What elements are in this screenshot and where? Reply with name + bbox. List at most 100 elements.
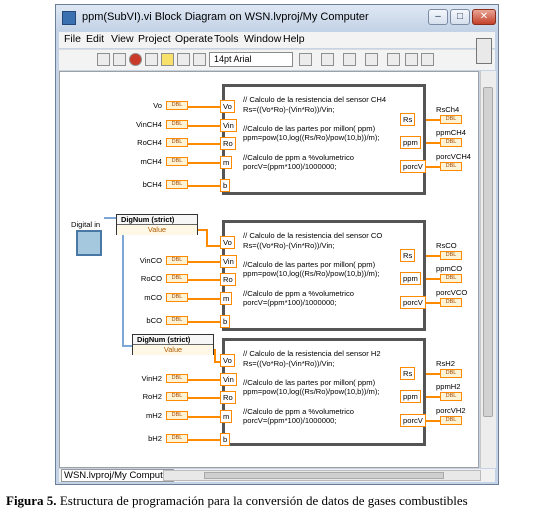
input-label: VinCO: [139, 256, 162, 265]
output-terminal-Rs[interactable]: Rs: [400, 367, 416, 380]
vertical-scroll-thumb[interactable]: [483, 87, 493, 417]
formula-node-2[interactable]: // Calculo de la resistencia del sensor …: [222, 220, 426, 331]
vi-connector-icon[interactable]: [476, 38, 492, 64]
horizontal-scroll-thumb[interactable]: [204, 472, 444, 479]
input-terminal-Ro[interactable]: Ro: [220, 391, 236, 404]
dbl-indicator-porcVCH4[interactable]: DBL: [440, 162, 462, 171]
dbl-control-mCH4[interactable]: DBL: [166, 157, 188, 166]
digital-in-terminal[interactable]: [76, 230, 102, 256]
input-terminal-Ro[interactable]: Ro: [220, 273, 236, 286]
dbl-indicator-RsCh4[interactable]: DBL: [440, 115, 462, 124]
input-terminal-b[interactable]: b: [220, 315, 231, 328]
output-wire: [426, 166, 440, 168]
input-terminal-Vin[interactable]: Vin: [220, 119, 237, 132]
input-label: bH2: [148, 434, 162, 443]
formula-code-line: porcV=(ppm*100)/1000000;: [243, 162, 337, 172]
dbl-control-mCO[interactable]: DBL: [166, 293, 188, 302]
input-terminal-Ro[interactable]: Ro: [220, 137, 236, 150]
figure-caption-text: Estructura de programación para la conve…: [59, 493, 468, 508]
dbl-control-bCO[interactable]: DBL: [166, 316, 188, 325]
input-terminal-m[interactable]: m: [220, 292, 233, 305]
dbl-control-Vo[interactable]: DBL: [166, 101, 188, 110]
output-terminal-porcV[interactable]: porcV: [400, 160, 426, 173]
input-terminal-m[interactable]: m: [220, 410, 233, 423]
output-terminal-ppm[interactable]: ppm: [400, 390, 421, 403]
dbl-control-bH2[interactable]: DBL: [166, 434, 188, 443]
input-terminal-Vo[interactable]: Vo: [220, 354, 235, 367]
menu-help[interactable]: Help: [283, 33, 305, 45]
align-objects-icon[interactable]: [299, 53, 312, 66]
title-bar[interactable]: ppm(SubVI).vi Block Diagram on WSN.lvpro…: [56, 5, 498, 31]
input-terminal-Vin[interactable]: Vin: [220, 373, 237, 386]
clean-up-diagram-icon[interactable]: [387, 53, 400, 66]
input-terminal-Vo[interactable]: Vo: [220, 236, 235, 249]
output-terminal-porcV[interactable]: porcV: [400, 296, 426, 309]
dbl-indicator-porcVH2[interactable]: DBL: [440, 416, 462, 425]
retain-wire-values-icon[interactable]: [177, 53, 190, 66]
vertical-scrollbar[interactable]: [480, 71, 496, 468]
formula-node-3[interactable]: // Calculo de la resistencia del sensor …: [222, 338, 426, 446]
input-terminal-m[interactable]: m: [220, 156, 233, 169]
input-terminal-Vin[interactable]: Vin: [220, 255, 237, 268]
resize-objects-icon[interactable]: [343, 53, 356, 66]
minimize-button[interactable]: –: [428, 9, 448, 25]
menu-file[interactable]: File: [64, 33, 81, 45]
search-icon[interactable]: [405, 53, 418, 66]
block-diagram-canvas[interactable]: Digital in DigNum (strict) Value DigNum …: [59, 71, 479, 468]
input-terminal-Vo[interactable]: Vo: [220, 100, 235, 113]
distribute-objects-icon[interactable]: [321, 53, 334, 66]
input-terminal-b[interactable]: b: [220, 433, 231, 446]
dbl-indicator-ppmH2[interactable]: DBL: [440, 392, 462, 401]
dbl-indicator-RsH2[interactable]: DBL: [440, 369, 462, 378]
dbl-indicator-ppmCH4[interactable]: DBL: [440, 138, 462, 147]
dbl-indicator-RsCO[interactable]: DBL: [440, 251, 462, 260]
run-arrow-icon[interactable]: [97, 53, 110, 66]
output-terminal-porcV[interactable]: porcV: [400, 414, 426, 427]
menu-tools[interactable]: Tools: [214, 33, 239, 45]
output-wire: [426, 396, 440, 398]
reorder-icon[interactable]: [365, 53, 378, 66]
dbl-indicator-ppmCO[interactable]: DBL: [440, 274, 462, 283]
dbl-indicator-porcVCO[interactable]: DBL: [440, 298, 462, 307]
dbl-control-VinCH4[interactable]: DBL: [166, 120, 188, 129]
dbl-control-mH2[interactable]: DBL: [166, 411, 188, 420]
dbl-control-RoCH4[interactable]: DBL: [166, 138, 188, 147]
font-selector[interactable]: 14pt Arial: [209, 52, 293, 67]
close-button[interactable]: ✕: [472, 9, 496, 25]
formula-code-line: // Calculo de la resistencia del sensor …: [243, 349, 381, 358]
horizontal-scrollbar[interactable]: [163, 470, 481, 481]
dignum-value-1: Value: [117, 225, 197, 235]
output-terminal-Rs[interactable]: Rs: [400, 249, 416, 262]
pause-icon[interactable]: [145, 53, 158, 66]
formula-code-line: //Calculo de las partes por millon( ppm): [243, 377, 376, 387]
input-label: VinCH4: [135, 120, 162, 129]
dbl-control-RoH2[interactable]: DBL: [166, 392, 188, 401]
menu-project[interactable]: Project: [138, 33, 171, 45]
project-context[interactable]: WSN.lvproj/My Computer: [61, 469, 175, 482]
menu-view[interactable]: View: [111, 33, 134, 45]
menu-edit[interactable]: Edit: [86, 33, 105, 45]
dbl-control-VinH2[interactable]: DBL: [166, 374, 188, 383]
output-terminal-Rs[interactable]: Rs: [400, 113, 416, 126]
input-wire: [188, 298, 220, 300]
formula-code-line: Rs=((Vo*Ro)-(Vin*Ro))/Vin;: [243, 240, 335, 250]
highlight-execution-icon[interactable]: [161, 53, 174, 66]
value-wire-2-vertical: [214, 349, 216, 363]
abort-icon[interactable]: [129, 53, 142, 66]
dbl-control-RoCO[interactable]: DBL: [166, 274, 188, 283]
step-into-icon[interactable]: [193, 53, 206, 66]
output-terminal-ppm[interactable]: ppm: [400, 136, 421, 149]
menu-window[interactable]: Window: [244, 33, 282, 45]
dignum-unbundle-1[interactable]: DigNum (strict) Value: [116, 214, 198, 235]
dbl-control-bCH4[interactable]: DBL: [166, 180, 188, 189]
formula-node-1[interactable]: // Calculo de la resistencia del sensor …: [222, 84, 426, 195]
context-help-icon[interactable]: [421, 53, 434, 66]
output-terminal-ppm[interactable]: ppm: [400, 272, 421, 285]
dignum-unbundle-2[interactable]: DigNum (strict) Value: [132, 334, 214, 355]
menu-operate[interactable]: Operate: [175, 33, 213, 45]
run-continuously-icon[interactable]: [113, 53, 126, 66]
dbl-control-VinCO[interactable]: DBL: [166, 256, 188, 265]
output-label: ppmH2: [436, 382, 461, 391]
input-terminal-b[interactable]: b: [220, 179, 231, 192]
maximize-button[interactable]: □: [450, 9, 470, 25]
